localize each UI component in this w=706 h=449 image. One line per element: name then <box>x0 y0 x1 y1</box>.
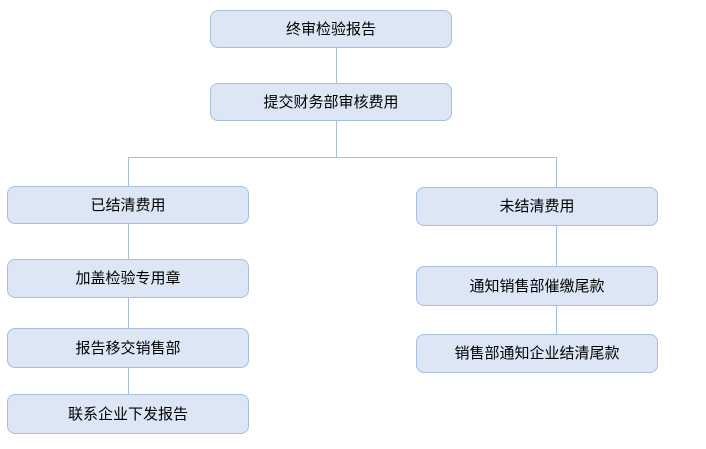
connector-stamp-seal-to-transfer-sales <box>128 298 129 328</box>
flow-node-notify-sales-collect-balance: 通知销售部催缴尾款 <box>416 266 658 306</box>
connector-branch-bar <box>128 157 557 158</box>
flow-node-stamp-inspection-seal: 加盖检验专用章 <box>7 259 249 298</box>
connector-branch-to-fees-settled <box>128 157 129 186</box>
flow-node-report-transfer-to-sales: 报告移交销售部 <box>7 328 249 368</box>
flow-node-fees-settled: 已结清费用 <box>7 186 249 224</box>
connector-notify-sales-to-sales-notify-enterprise <box>556 306 557 334</box>
flow-node-contact-enterprise-issue-report: 联系企业下发报告 <box>7 394 249 434</box>
flow-node-fees-unsettled: 未结清费用 <box>416 187 658 226</box>
connector-transfer-sales-to-contact-enterprise <box>128 368 129 394</box>
connector-final-report-to-submit-finance <box>336 48 337 83</box>
connector-fees-unsettled-to-notify-sales <box>556 226 557 266</box>
flow-node-final-inspection-report: 终审检验报告 <box>210 10 452 48</box>
flow-node-sales-notify-enterprise-settle: 销售部通知企业结清尾款 <box>416 334 658 373</box>
connector-submit-finance-to-branch <box>336 121 337 157</box>
connector-fees-settled-to-stamp-seal <box>128 224 129 259</box>
flow-node-submit-finance-review: 提交财务部审核费用 <box>210 83 452 121</box>
connector-branch-to-fees-unsettled <box>556 157 557 187</box>
